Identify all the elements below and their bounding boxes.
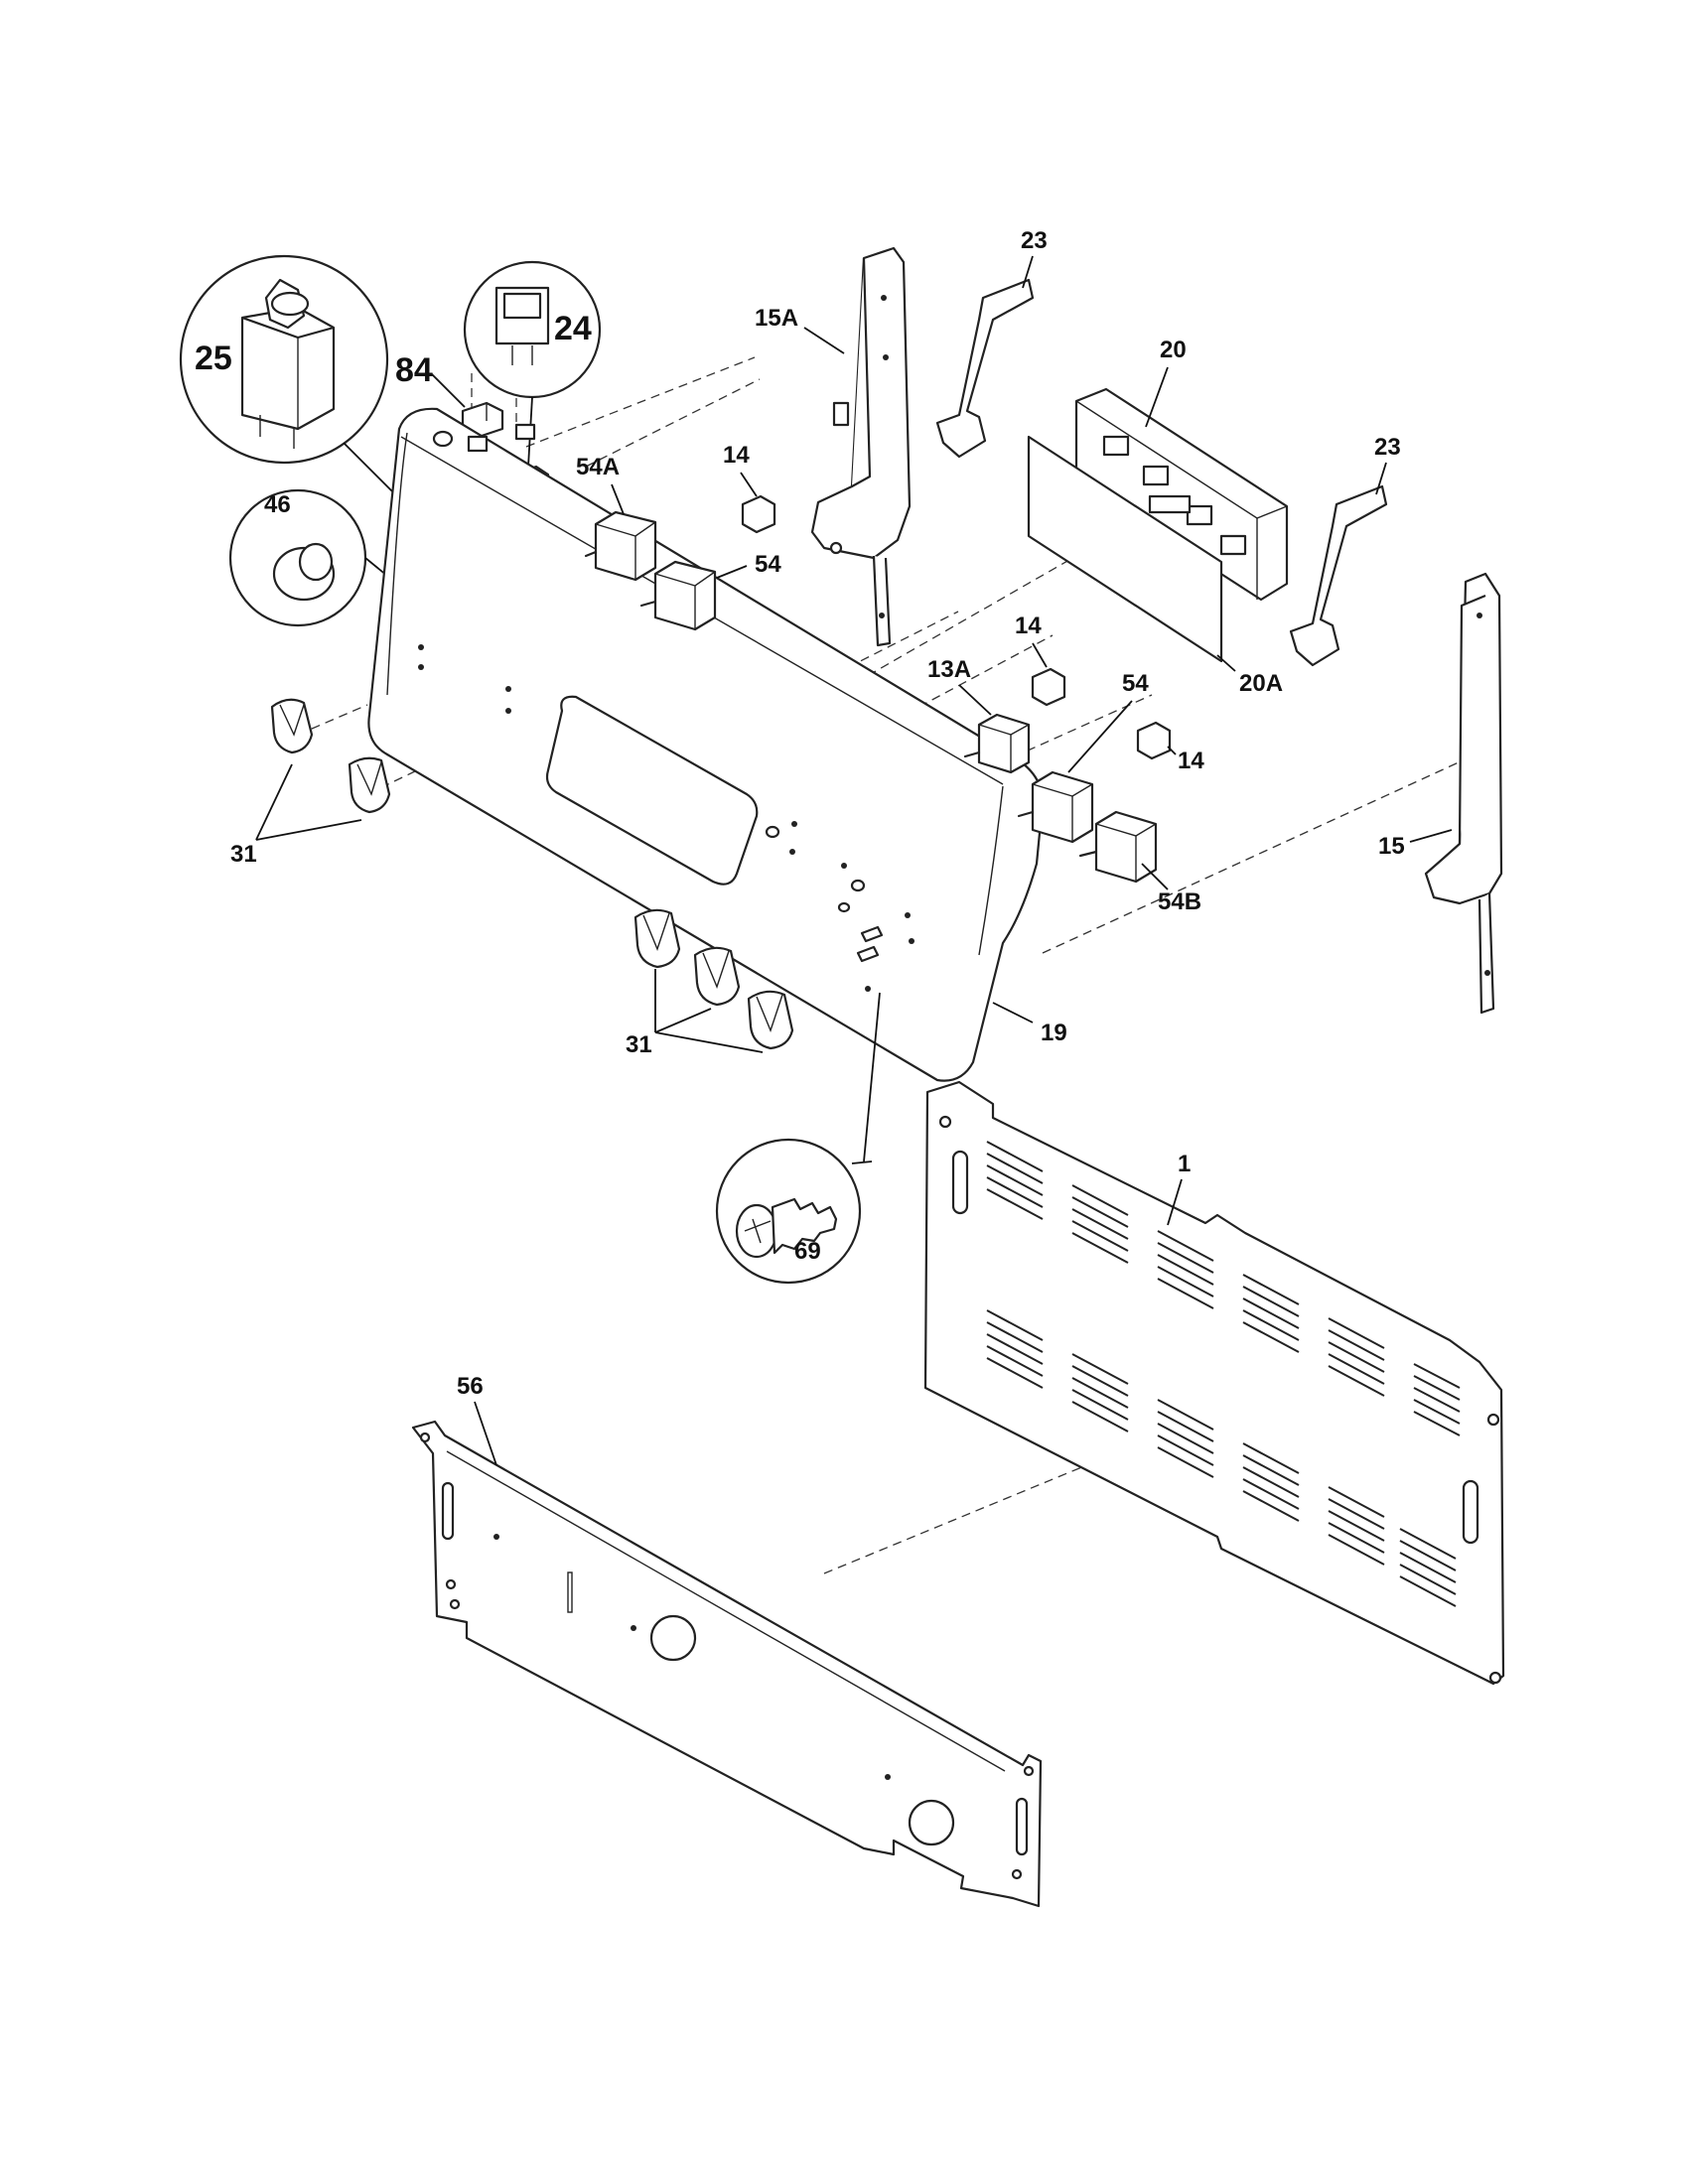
part-1-back-panel[interactable]: 1 [923, 1080, 1505, 1686]
knob-31-bottom-1[interactable] [633, 908, 681, 969]
part-19-control-panel[interactable]: 19 [367, 407, 1067, 1082]
callout-69-screw[interactable]: 69 [715, 1138, 862, 1285]
part-20A-overlay[interactable]: 20A [1027, 435, 1283, 697]
label-23-top: 23 [1021, 227, 1048, 254]
callout-46-knob[interactable]: 46 [228, 488, 367, 627]
knob-31-left-1[interactable] [270, 698, 314, 754]
part-54-switch-middle[interactable]: 54 [1017, 670, 1149, 844]
label-54-middle: 54 [1122, 670, 1149, 697]
label-14-right: 14 [1178, 748, 1204, 774]
part-14-middle[interactable]: 14 [1015, 613, 1066, 707]
label-14-top: 14 [723, 442, 750, 469]
label-46: 46 [264, 491, 291, 518]
label-20A: 20A [1239, 670, 1283, 697]
part-14-right[interactable]: 14 [1136, 721, 1204, 774]
knob-31-bottom-2[interactable] [693, 946, 741, 1007]
part-20-control-board[interactable]: 20 [1074, 337, 1289, 602]
label-31-left: 31 [230, 841, 257, 868]
label-24: 24 [554, 310, 592, 347]
part-54A-switch[interactable]: 54A [576, 454, 657, 582]
part-14-top[interactable]: 14 [723, 442, 776, 534]
label-13A: 13A [927, 656, 971, 683]
label-31-bottom: 31 [626, 1031, 652, 1058]
part-54-switch-top[interactable]: 54 [639, 551, 781, 631]
label-54A: 54A [576, 454, 620, 480]
callout-25-relay[interactable]: 25 [179, 254, 389, 465]
label-15A: 15A [755, 305, 798, 332]
label-69: 69 [794, 1238, 821, 1265]
part-23-bracket-right[interactable]: 23 [1289, 434, 1401, 667]
label-54B: 54B [1158, 888, 1201, 915]
part-13A-switch[interactable]: 13A [927, 656, 1031, 774]
knob-31-bottom-3[interactable] [747, 990, 794, 1050]
part-56-lower-panel[interactable]: 56 [411, 1373, 1043, 1908]
part-54B-switch[interactable]: 54B [1078, 810, 1201, 915]
label-56: 56 [457, 1373, 484, 1400]
label-84: 84 [395, 351, 433, 389]
label-25: 25 [195, 340, 232, 377]
part-84-clip[interactable]: 84 [395, 351, 504, 439]
part-15-bracket[interactable]: 15 [1378, 572, 1503, 1015]
label-14-middle: 14 [1015, 613, 1042, 639]
knob-31-left-2[interactable] [348, 756, 391, 814]
part-15A-bracket[interactable]: 15A [755, 246, 912, 647]
part-23-bracket-top[interactable]: 23 [935, 227, 1048, 459]
label-23-right: 23 [1374, 434, 1401, 461]
vent-slots [986, 1141, 1461, 1607]
label-54-top: 54 [755, 551, 781, 578]
label-15: 15 [1378, 833, 1405, 860]
label-1: 1 [1178, 1151, 1191, 1177]
label-20: 20 [1160, 337, 1187, 363]
callout-24-switch[interactable]: 24 [463, 260, 602, 399]
label-19: 19 [1041, 1020, 1067, 1046]
